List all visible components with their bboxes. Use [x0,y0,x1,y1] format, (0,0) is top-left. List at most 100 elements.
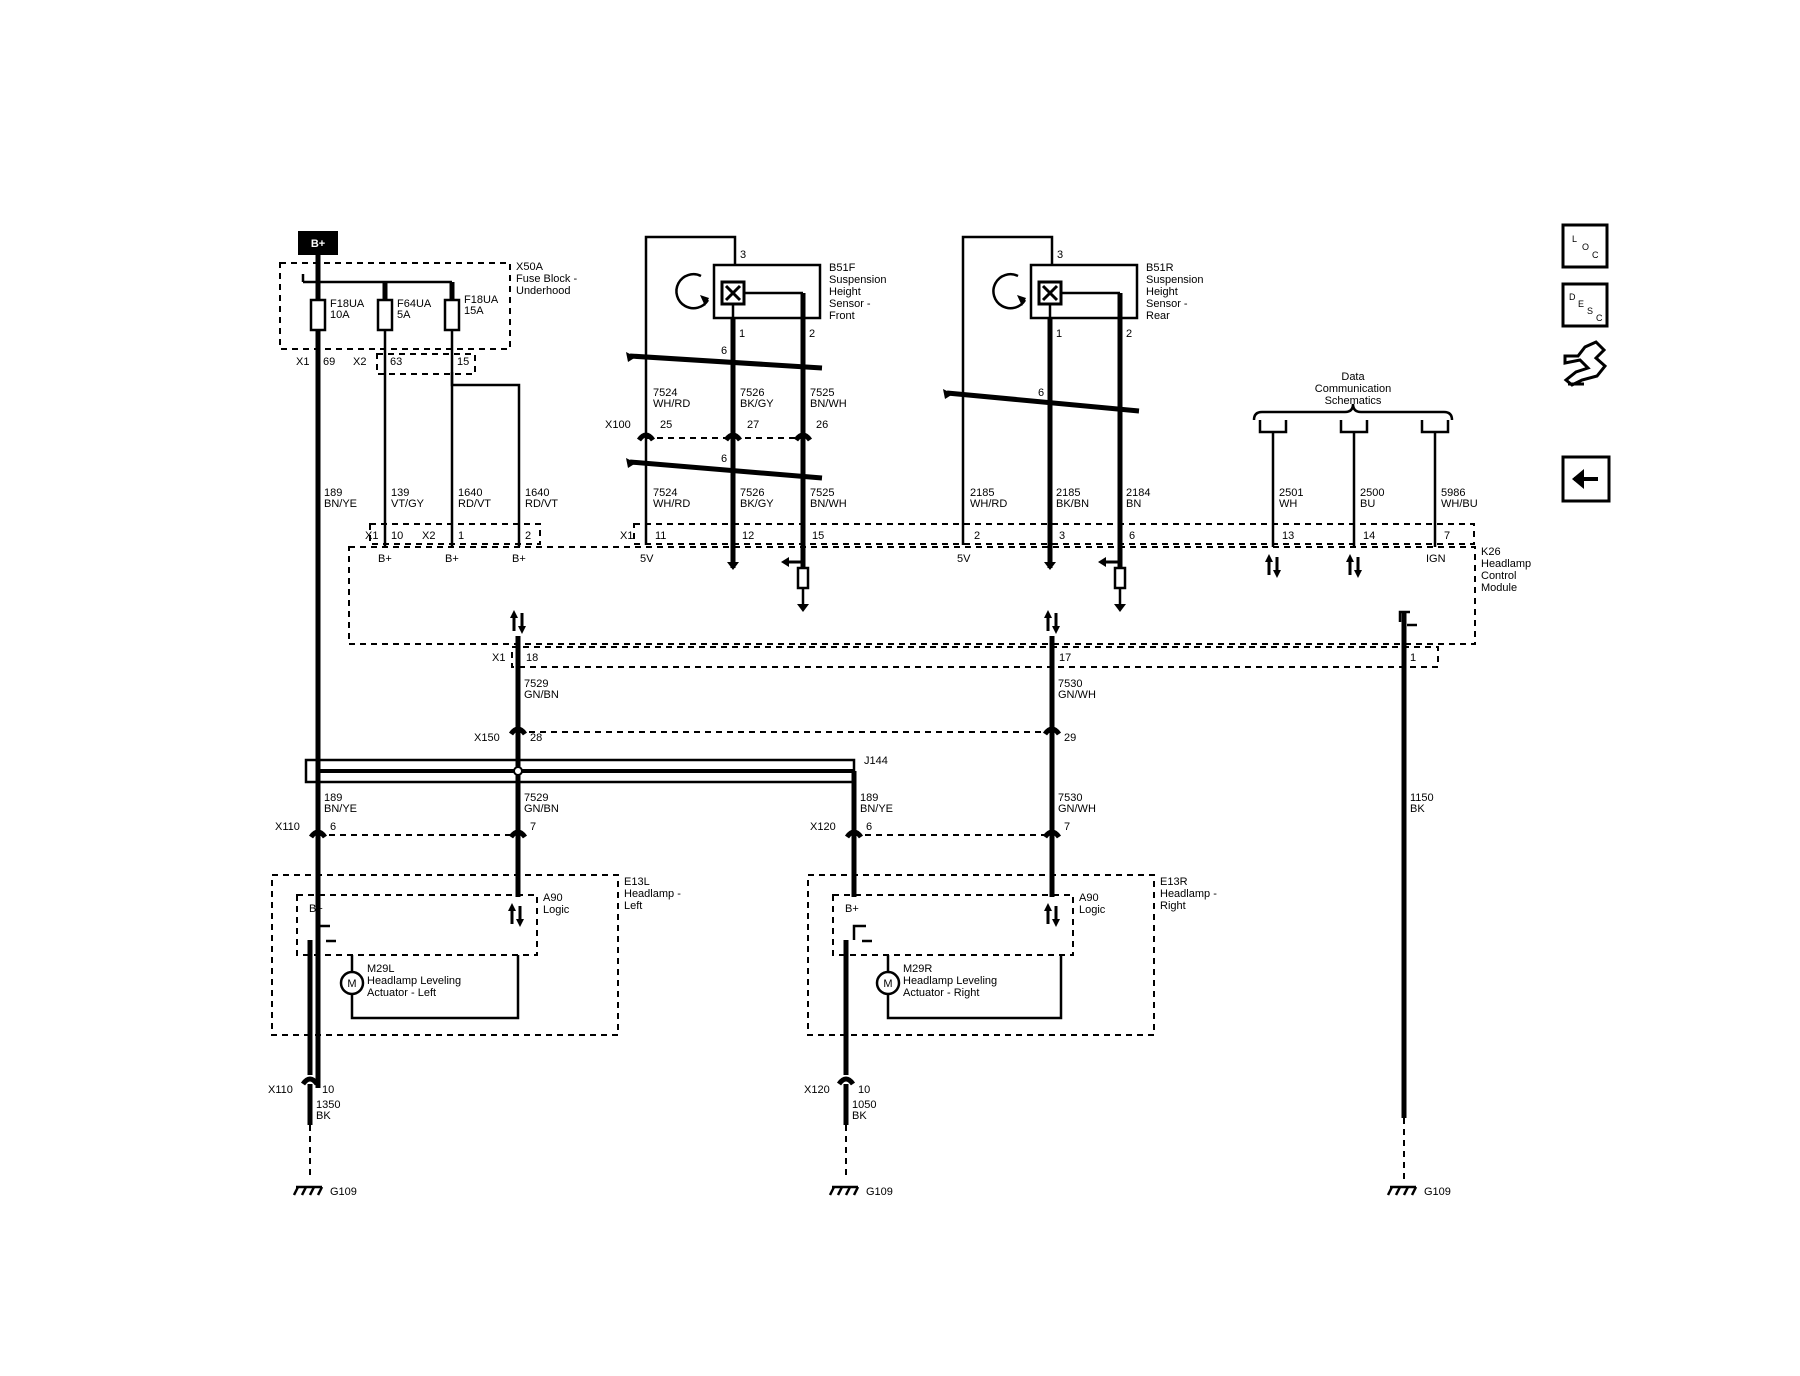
w5986-color: WH/BU [1441,498,1478,510]
module-name-1: Headlamp [1481,558,1531,570]
input-resistor-front [781,557,810,612]
fuse-block-name-1: Fuse Block - [516,273,577,285]
back-button[interactable] [1561,455,1611,503]
fuse-block-ref: X50A [516,261,544,273]
x120-pin-6: 6 [866,821,872,833]
module-pin-11: 11 [655,530,666,542]
headlamp-right-name-1: Headlamp - [1160,888,1217,900]
head-wire-1-color: BN/YE [324,803,357,815]
fuse-pin-15: 15 [457,356,469,368]
module-5v-1: 5V [640,553,654,565]
fuse-2-id: F64UA [397,298,432,310]
head-wire-2-color: GN/BN [524,803,559,815]
rear-pin-1: 1 [1056,328,1062,340]
module-pin-7: 7 [1444,530,1450,542]
actuator-right-name-2: Actuator - Right [903,987,979,999]
rear-pin-2: 2 [1126,328,1132,340]
fuse-2-rating: 5A [397,309,411,321]
w7526-color: BK/GY [740,498,774,510]
fuse-pin-69: 69 [323,356,335,368]
front-sensor-name-3: Sensor - [829,298,871,310]
front-sensor-name-1: Suspension [829,274,887,286]
headlamp-right-name-2: Right [1160,900,1186,912]
x150-pin-28: 28 [530,732,542,744]
front-wire-3-circuit: 7525 [810,387,834,399]
headlamp-right-ref: E13R [1160,876,1188,888]
w1640a-circuit: 1640 [458,487,482,499]
x120-pin-10: 10 [858,1084,870,1096]
fuse-1-rating: 10A [330,309,350,321]
module-pin-17: 17 [1059,652,1071,664]
desc-letter-c: C [1596,313,1603,323]
module-x1-b: X1 [620,530,633,542]
module-pin-3: 3 [1059,530,1065,542]
x120-ground-ref: X120 [804,1084,830,1096]
shield-front-lower [629,459,823,481]
motor-right-symbol: M [883,978,892,990]
rear-pin-3: 3 [1057,249,1063,261]
loc-letter-o: O [1582,242,1589,252]
desc-button[interactable]: D E S C [1561,282,1609,328]
headlamp-right: E13R Headlamp - Right A90 Logic B+ M M29… [807,874,1217,1036]
w1640b-circuit: 1640 [525,487,549,499]
fuse-pin-63: 63 [390,356,402,368]
w2185b-color: BK/BN [1056,498,1089,510]
connector-x100: X100 25 27 26 [605,419,828,440]
x150-pin-29: 29 [1064,732,1076,744]
headlamp-right-logic-ref: A90 [1079,892,1099,904]
w7524-color: WH/RD [653,498,690,510]
ground-connector-left: X110 10 1350 BK [268,1079,340,1180]
module-bplus-3: B+ [512,553,526,565]
connector-x110: X110 6 7 [275,821,536,837]
rear-sensor-ref: B51R [1146,262,1174,274]
headlamp-left-logic-ref: A90 [543,892,563,904]
rear-sensor-name-2: Height [1146,286,1178,298]
actuator-left-name-1: Headlamp Leveling [367,975,461,987]
head-wire-2-circuit: 7529 [524,792,548,804]
module-x1: X1 [365,530,378,542]
rear-shield-pin: 6 [1038,387,1044,399]
w7524-circuit: 7524 [653,487,677,499]
w2501-circuit: 2501 [1279,487,1303,499]
x110-ref: X110 [275,821,300,833]
front-pin-2: 2 [809,328,815,340]
front-sensor-name-2: Height [829,286,861,298]
rear-sensor-name-3: Sensor - [1146,298,1188,310]
module-ign: IGN [1426,553,1446,565]
front-shield-pin: 6 [721,345,727,357]
motor-left-symbol: M [347,978,356,990]
x110-pin-6: 6 [330,821,336,833]
splice-ref: J144 [864,755,888,767]
x150-ref: X150 [474,732,500,744]
w139-color: VT/GY [391,498,425,510]
mid-wire-2-color: GN/WH [1058,689,1096,701]
front-wire-1-color: WH/RD [653,398,690,410]
data-comm-title-2: Communication [1315,383,1391,395]
headlamp-left-bplus: B+ [309,903,323,915]
fuse-block-x1: X1 [296,356,309,368]
fuse-3-rating: 15A [464,305,484,317]
front-pin-3: 3 [740,249,746,261]
front-sensor-ref: B51F [829,262,856,274]
w5986-circuit: 5986 [1441,487,1465,499]
x110-ground-ref: X110 [268,1084,293,1096]
module-pin-2: 2 [525,530,531,542]
module-pin-15: 15 [812,530,824,542]
connector-view-icon[interactable] [1563,340,1608,387]
x100-ref: X100 [605,419,631,431]
x110-pin-7: 7 [530,821,536,833]
headlamp-left-name-1: Headlamp - [624,888,681,900]
headlamp-right-bplus: B+ [845,903,859,915]
module-pin-10: 10 [391,530,403,542]
fuse-block: F18UA 10A F64UA 5A F18UA 15A X50A Fuse B… [279,255,577,375]
battery-symbol: B+ [298,231,338,255]
x100-pin-25: 25 [660,419,672,431]
w2184-circuit: 2184 [1126,487,1150,499]
ground-center-label: G109 [866,1186,893,1198]
module-x1-bottom: X1 [492,652,505,664]
fuse-block-name-2: Underhood [516,285,570,297]
loc-button[interactable]: L O C [1561,223,1609,269]
actuator-right-name-1: Headlamp Leveling [903,975,997,987]
rear-sensor-name-1: Suspension [1146,274,1204,286]
x100-shield-pin: 6 [721,453,727,465]
